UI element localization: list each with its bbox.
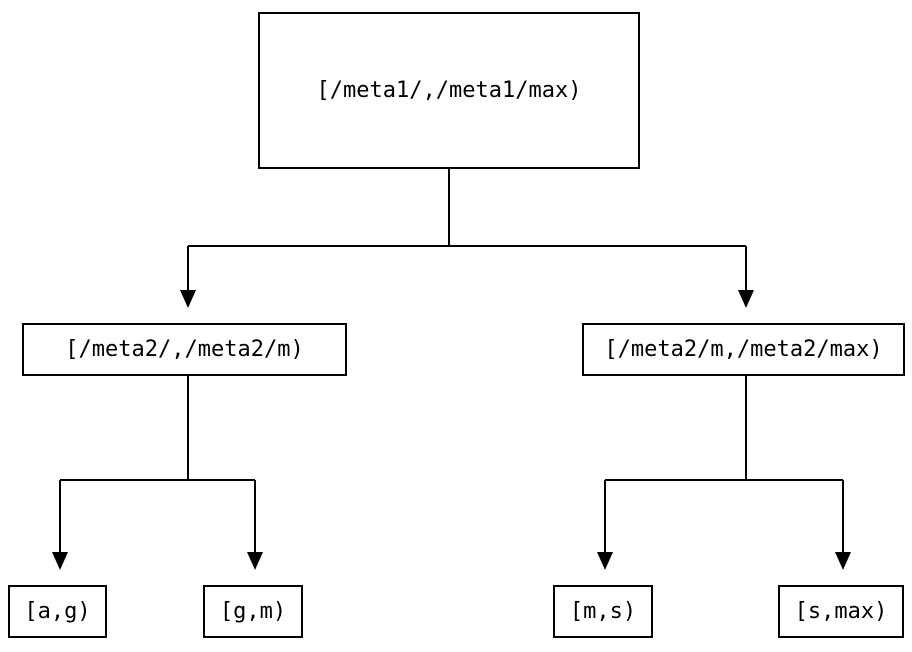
tree-node-leaf-ag: [a,g)	[8, 585, 107, 638]
tree-node-left-mid-label: [/meta2/,/meta2/m)	[65, 337, 304, 362]
arrowhead-down-icon	[52, 552, 68, 570]
arrowhead-down-icon	[247, 552, 263, 570]
tree-node-leaf-ms: [m,s)	[553, 585, 653, 638]
arrowhead-down-icon	[738, 290, 754, 308]
tree-node-right-mid-label: [/meta2/m,/meta2/max)	[604, 337, 883, 362]
tree-node-leaf-gm-label: [g,m)	[219, 599, 287, 624]
edge-rightmid-children	[597, 376, 851, 570]
arrowhead-down-icon	[597, 552, 613, 570]
tree-node-leaf-ms-label: [m,s)	[569, 599, 637, 624]
tree-node-root-label: [/meta1/,/meta1/max)	[316, 78, 582, 103]
tree-node-leaf-smax-label: [s,max)	[794, 599, 888, 624]
arrowhead-down-icon	[835, 552, 851, 570]
tree-node-right-mid: [/meta2/m,/meta2/max)	[582, 323, 905, 376]
arrowhead-down-icon	[180, 290, 196, 308]
edge-root-children	[180, 169, 754, 308]
tree-node-leaf-gm: [g,m)	[203, 585, 303, 638]
tree-node-leaf-ag-label: [a,g)	[24, 599, 91, 624]
tree-node-root: [/meta1/,/meta1/max)	[258, 12, 640, 169]
tree-node-leaf-smax: [s,max)	[778, 585, 904, 638]
tree-node-left-mid: [/meta2/,/meta2/m)	[22, 323, 347, 376]
edge-leftmid-children	[52, 376, 263, 570]
